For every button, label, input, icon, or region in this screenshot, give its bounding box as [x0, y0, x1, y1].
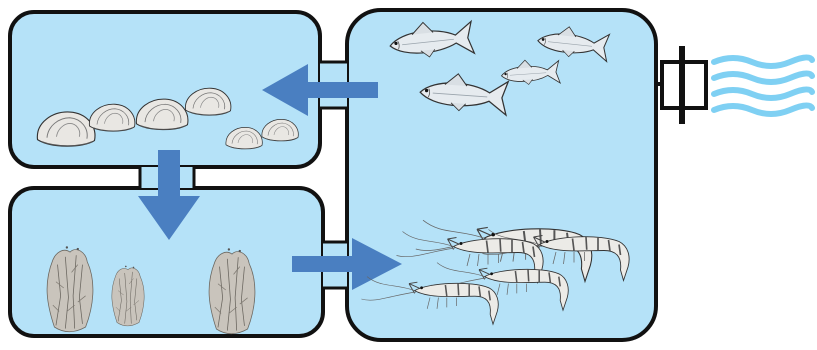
seaweed-clump: [112, 266, 144, 326]
seaweed-clump: [209, 248, 255, 333]
valve-icon: [656, 46, 706, 124]
water-waves-icon: [714, 57, 812, 114]
seaweed-clump: [47, 246, 93, 331]
fish-shrimp-tank: [347, 10, 656, 340]
